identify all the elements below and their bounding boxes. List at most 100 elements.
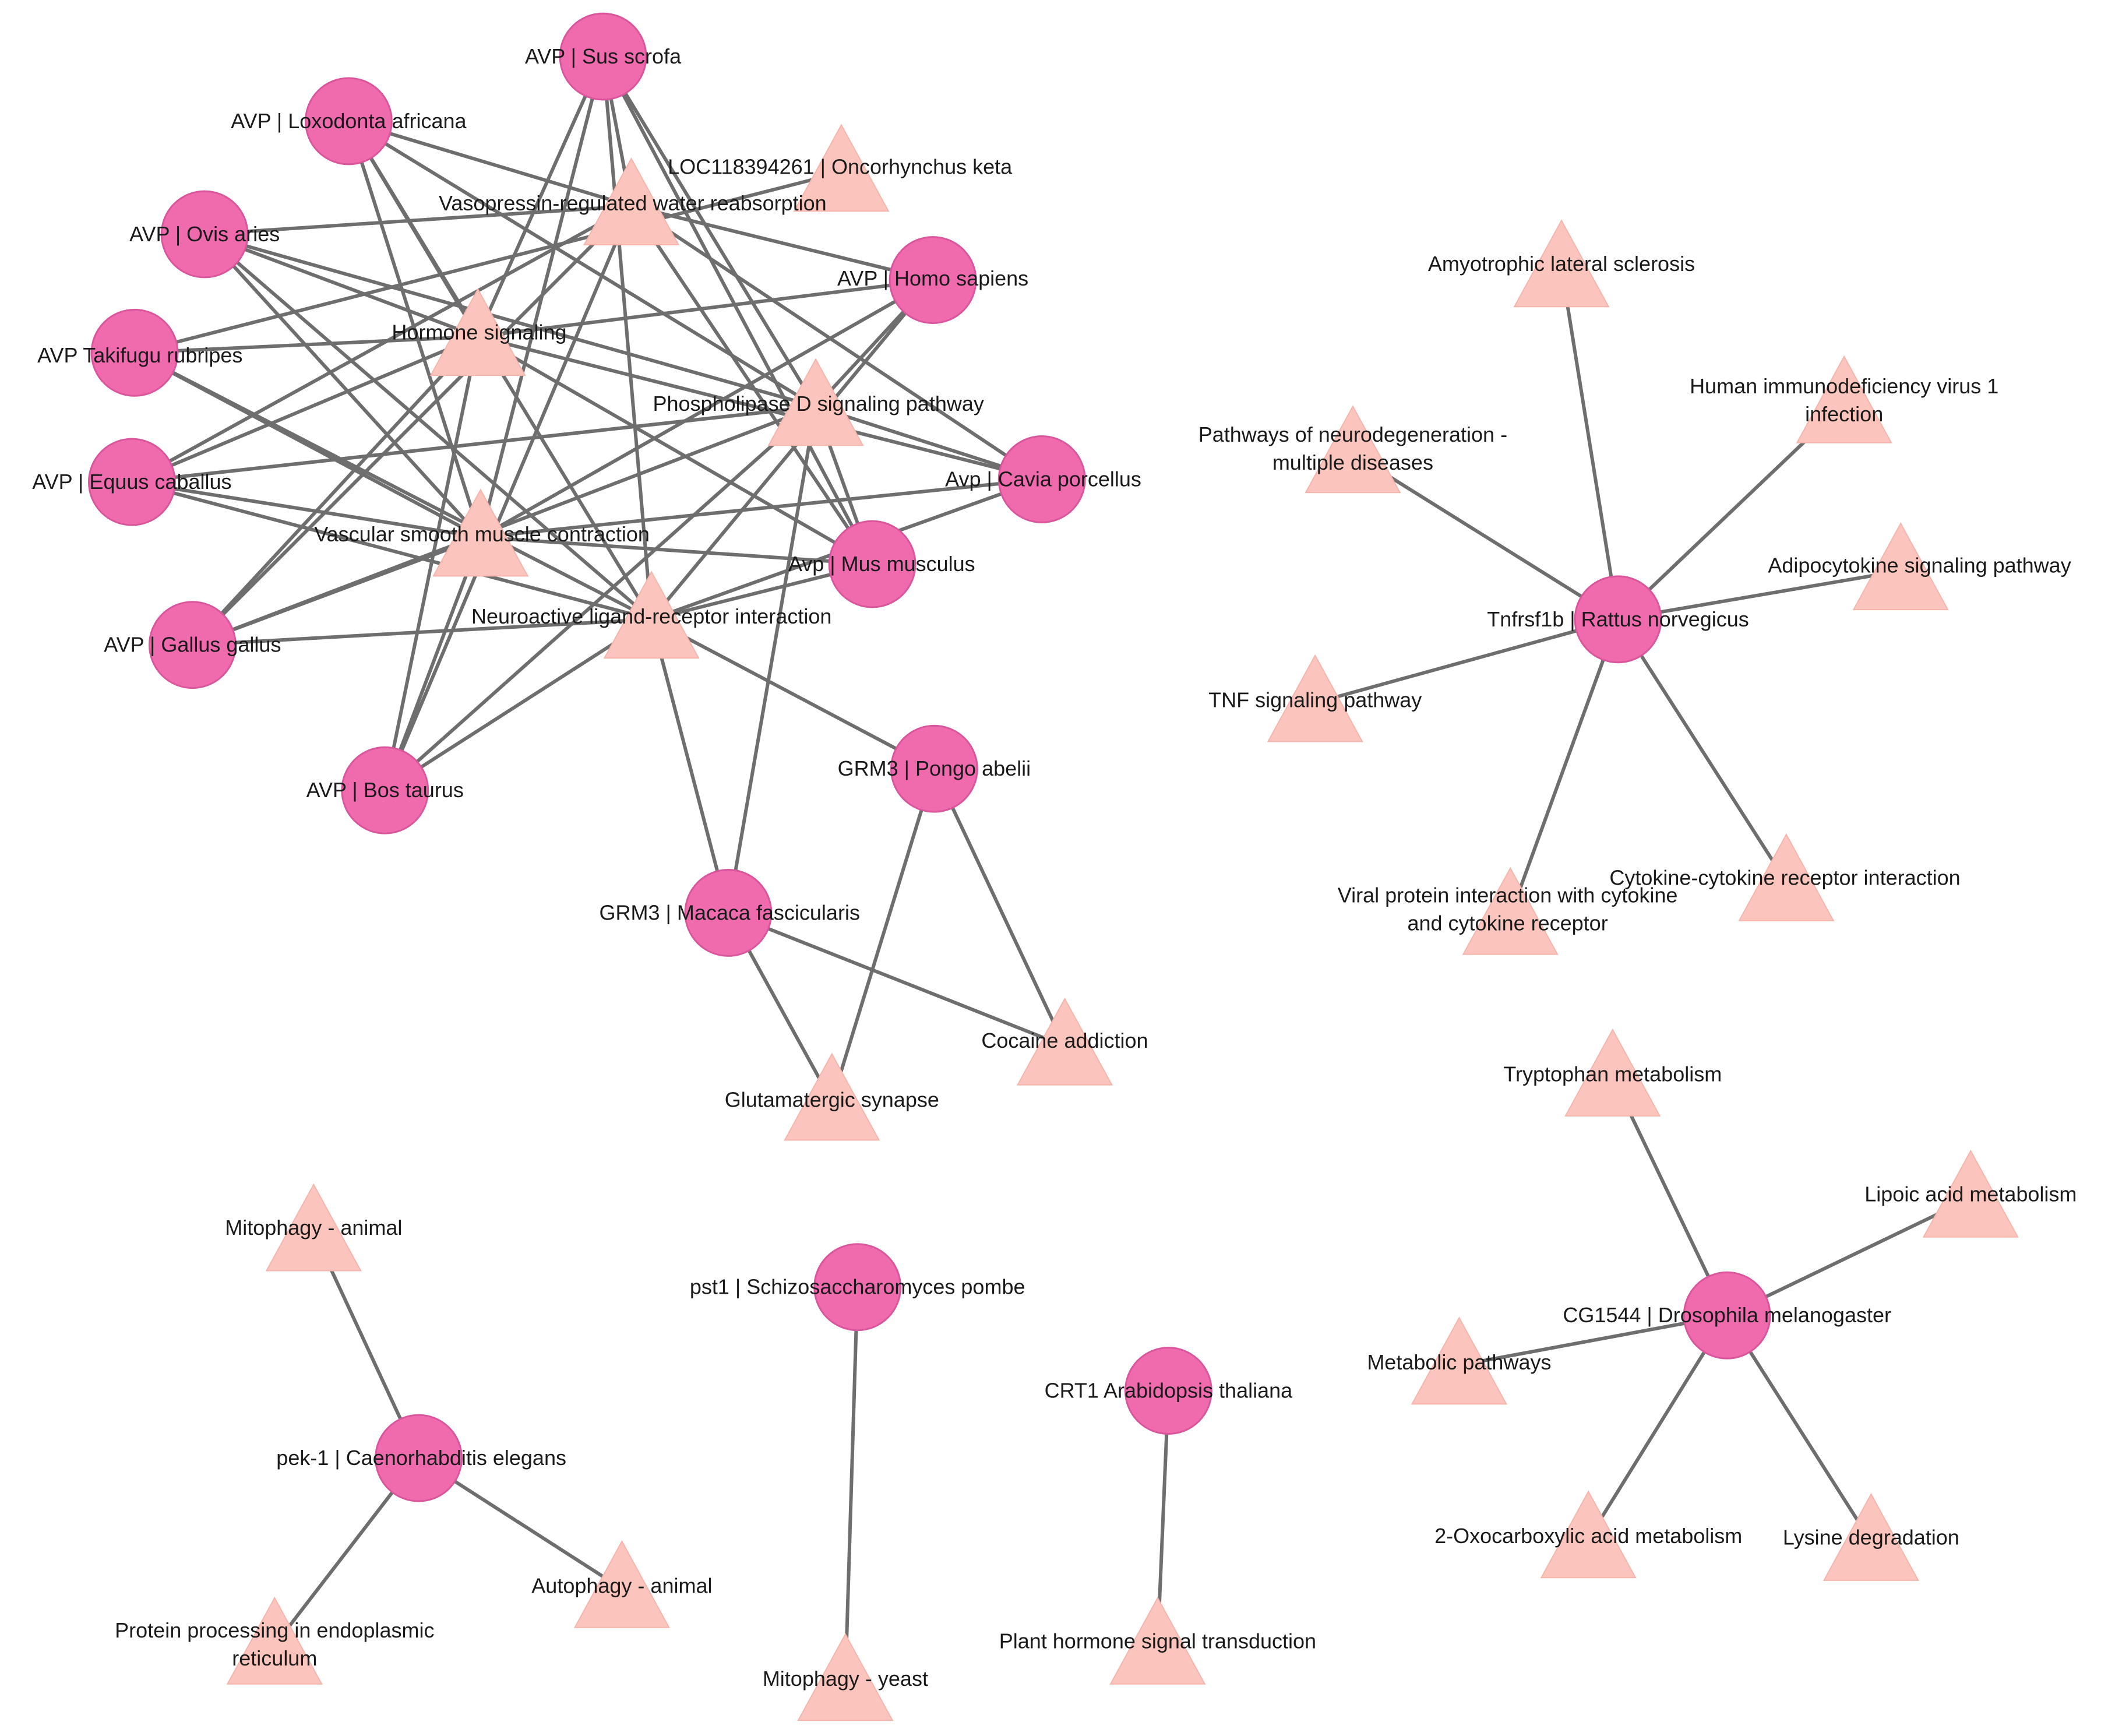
gene-node-g_sus[interactable] [559,12,647,101]
pathway-label-line: Phospholipase D signaling pathway [653,392,984,415]
pathway-label-p_plant: Plant hormone signal transduction [999,1629,1316,1653]
gene-node-g_lox[interactable] [304,77,393,165]
pathway-node-p_hiv[interactable] [1796,355,1892,443]
pathway-node-p_lys[interactable] [1823,1492,1919,1581]
pathway-label-p_glut: Glutamatergic synapse [725,1088,939,1112]
gene-node-g_rat[interactable] [1574,575,1662,664]
pathway-node-p_tnf[interactable] [1267,654,1363,742]
pathway-node-p_coc[interactable] [1016,997,1113,1086]
edge-g_sus-g_mus [601,55,875,566]
labels-layer: LOC118394261 | Oncorhynchus ketaVasopres… [32,44,2077,1691]
pathway-label-line: and cytokine receptor [1407,911,1608,935]
edge-g_taki-p_loc [133,170,843,355]
pathway-label-p_auto: Autophagy - animal [531,1574,712,1598]
pathway-label-line: Metabolic pathways [1367,1350,1551,1374]
gene-node-g_arab[interactable] [1124,1347,1212,1435]
edge-g_equus-p_vasc [130,480,482,539]
gene-node-g_bos[interactable] [341,746,429,834]
gene-label-line: GRM3 | Macaca fascicularis [599,900,859,924]
edge-g_macaca-p_coc [726,911,1067,1048]
pathway-node-p_trp[interactable] [1564,1028,1661,1117]
pathway-label-line: Hormone signaling [392,321,566,344]
pathway-node-p_mitoa[interactable] [265,1183,362,1272]
pathway-label-p_pond: Pathways of neurodegeneration -multiple … [1198,422,1507,474]
gene-node-g_cavia[interactable] [997,435,1086,523]
gene-label-line: CG1544 | Drosophila melanogaster [1563,1303,1891,1327]
edge-g_gallus-p_neuro [191,617,654,647]
pathway-label-line: Autophagy - animal [531,1574,712,1598]
edge-g_lox-p_phos [347,119,818,409]
pathway-node-p_pond[interactable] [1305,405,1401,494]
pathway-node-p_horm[interactable] [429,288,526,376]
edge-g_cavia-p_horm [476,334,1044,481]
gene-node-g_cele[interactable] [375,1414,463,1502]
pathway-node-p_neuro[interactable] [603,571,700,659]
pathway-label-line: Lysine degradation [1783,1525,1959,1549]
edge-g_ovis-p_neuro [203,233,654,621]
pathway-node-p_mitoy[interactable] [797,1633,894,1721]
pathway-node-p_cyto[interactable] [1738,833,1835,921]
gene-node-g_ovis[interactable] [160,190,249,279]
pathway-label-p_adipo: Adipocytokine signaling pathway [1768,553,2071,577]
pathway-label-p_horm: Hormone signaling [392,321,566,344]
pathway-label-line: Mitophagy - yeast [763,1667,928,1691]
gene-label-g_ovis: AVP | Ovis aries [129,222,280,246]
pathway-label-p_mitoa: Mitophagy - animal [225,1216,402,1240]
pathway-node-p_vasc[interactable] [432,488,529,577]
gene-label-line: Avp | Mus musculus [788,552,975,576]
edge-g_rat-p_tnf [1313,617,1620,705]
pathway-label-line: Vasopressin-regulated water reabsorption [439,191,827,215]
gene-node-g_taki[interactable] [90,308,179,397]
gene-node-g_pombe[interactable] [813,1243,902,1332]
gene-label-line: AVP | Equus caballus [32,470,231,494]
gene-label-g_sus: AVP | Sus scrofa [525,44,682,68]
gene-node-g_homo[interactable] [889,236,977,324]
gene-label-g_bos: AVP | Bos taurus [306,778,464,802]
edge-g_ovis-p_vaso [203,204,633,236]
edge-g_equus-p_vaso [130,204,633,484]
gene-label-line: AVP | Gallus gallus [104,633,281,657]
pathway-node-p_vaso[interactable] [583,157,680,246]
pathway-label-p_met: Metabolic pathways [1367,1350,1551,1374]
edge-g_homo-p_horm [476,278,935,339]
gene-label-line: CRT1 Arabidopsis thaliana [1045,1379,1293,1403]
edge-g_gallus-p_vaso [191,204,633,647]
pathway-node-p_phos[interactable] [767,358,864,446]
pathway-node-p_plant[interactable] [1109,1596,1206,1685]
pathway-node-p_prot[interactable] [226,1596,323,1685]
pathway-node-p_als[interactable] [1513,219,1610,308]
pathway-label-line: Tryptophan metabolism [1503,1062,1722,1086]
pathway-label-line: Lipoic acid metabolism [1864,1182,2077,1206]
pathway-label-p_phos: Phospholipase D signaling pathway [653,392,984,415]
pathway-node-p_met[interactable] [1411,1316,1507,1405]
gene-node-g_equus[interactable] [87,438,176,526]
pathway-node-p_auto[interactable] [573,1540,670,1628]
gene-label-g_rat: Tnfrsf1b | Rattus norvegicus [1487,607,1749,631]
gene-node-g_macaca[interactable] [684,868,773,957]
pathway-label-p_cyto: Cytokine-cytokine receptor interaction [1609,865,1960,889]
pathway-label-line: 2-Oxocarboxylic acid metabolism [1434,1524,1742,1548]
gene-node-g_mus[interactable] [828,520,916,608]
pathway-label-line: Adipocytokine signaling pathway [1768,553,2071,577]
pathway-node-p_viral[interactable] [1462,867,1559,955]
gene-node-g_dros[interactable] [1683,1271,1771,1360]
pathway-label-line: Amyotrophic lateral sclerosis [1428,252,1695,276]
pathway-node-p_oxo[interactable] [1540,1490,1637,1579]
pathway-label-line: Glutamatergic synapse [725,1088,939,1112]
gene-label-g_cavia: Avp | Cavia porcellus [945,467,1141,491]
edge-g_dros-p_lys [1725,1314,1873,1544]
edge-g_rat-p_als [1560,266,1620,621]
gene-node-g_gallus[interactable] [148,601,237,689]
pathway-node-p_glut[interactable] [784,1052,880,1141]
gene-node-g_pongo[interactable] [890,724,978,813]
pathway-label-p_als: Amyotrophic lateral sclerosis [1428,252,1695,276]
gene-label-line: AVP | Bos taurus [306,778,464,802]
pathway-node-p_loc[interactable] [793,124,890,212]
edge-g_pombe-p_mitoy [843,1285,859,1684]
edge-g_dros-p_met [1457,1314,1729,1367]
pathway-node-p_lip[interactable] [1922,1149,2019,1238]
edge-g_mus-p_vaso [629,204,875,566]
pathway-node-p_adipo[interactable] [1852,522,1949,611]
pathway-label-p_oxo: 2-Oxocarboxylic acid metabolism [1434,1524,1742,1548]
